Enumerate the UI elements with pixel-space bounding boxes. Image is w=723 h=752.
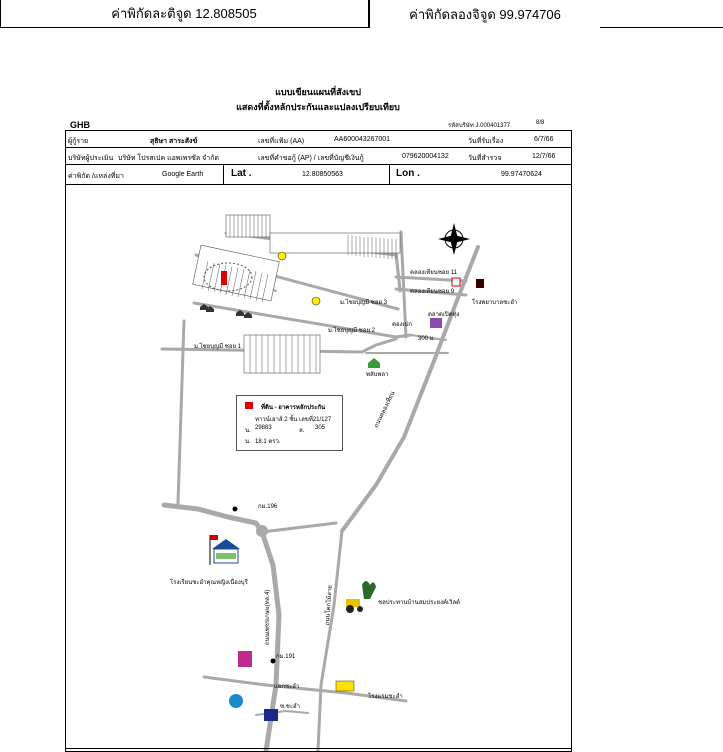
place-label: ชลประทานบ้านสมประยงค์เวิลด์: [378, 600, 461, 606]
place-label: ตลาดเปิดทุ่ง: [428, 312, 460, 318]
location-map: คลองเทียนซอย 11 คลองเทียนซอย 9 โรงพยาบาล…: [66, 185, 571, 751]
tractor-icon: [346, 581, 376, 613]
source-label: ค่าพิกัด /แหล่งที่มา: [68, 173, 124, 180]
market-icon: [430, 318, 442, 328]
survey-date-label: วันที่รับเรื่อง: [468, 138, 504, 145]
place-label: คองเปก: [392, 322, 413, 328]
company-label: บริษัทผู้ประเมิน: [68, 155, 114, 162]
road-label: ม.ไชยบุญมี ซอย 3: [340, 300, 387, 306]
road-label: คลองเทียนซอย 11: [410, 270, 457, 276]
legend-lot-value: 305: [315, 425, 326, 431]
bank-code: GHB: [70, 120, 90, 130]
latitude-cell: ค่าพิกัดละติจูด 12.808505: [0, 0, 368, 28]
map-drawing: [160, 214, 484, 751]
collateral-marker: [221, 271, 227, 285]
bank-icon: [229, 694, 243, 708]
marker-icon: [311, 296, 321, 306]
place-label: โรงเรียนชะอำคุณหญิงเนื่องบุรี: [170, 580, 248, 586]
coordinate-bar: ค่าพิกัดละติจูด 12.808505 ค่าพิกัดลองจิจ…: [0, 0, 723, 28]
form-bottom-line: [65, 748, 572, 749]
document-subtitle: แสดงที่ตั้งหลักประกันและแปลงเปรียบเทียบ: [236, 102, 400, 112]
lon-value: 99.97470624: [501, 171, 542, 178]
lat-label: Lat .: [231, 168, 252, 179]
map-form: ผู้กู้ราย สุธิษา สาระสังข์ เลขที่แฟ้ม (A…: [65, 130, 572, 752]
legend-area-value: 18.1 ตรว.: [255, 439, 281, 445]
bank-icon: [238, 651, 252, 667]
inspect-date-value: 12/7/66: [532, 153, 556, 160]
place-label: แยกชะอำ: [274, 684, 300, 690]
client-label: ผู้กู้ราย: [68, 138, 89, 145]
distance-label: 300 ม.: [418, 336, 436, 342]
place-label: โรงแรมชะอำ: [368, 694, 403, 700]
coord-left-edge: [0, 0, 1, 28]
form-row-company: บริษัทผู้ประเมิน บริษัท โปรสเปค แอพเพรซั…: [66, 148, 571, 165]
bank-icon: [264, 709, 278, 721]
inspect-date-label: วันที่สำรวจ: [468, 155, 502, 162]
shop-icon: [335, 680, 355, 692]
latitude-label: ค่าพิกัดละติจูด 12.808505: [111, 6, 257, 21]
legend-type: ทาวน์เฮาส์ 2 ชั้น เลขที่21/127: [255, 417, 332, 423]
hospital-icon: [476, 279, 484, 288]
ap-value: 079620004132: [402, 153, 449, 160]
collateral-legend: ที่ดิน - อาคารหลักประกัน ทาวน์เฮาส์ 2 ชั…: [236, 395, 343, 451]
divider: [389, 165, 390, 184]
aa-value: AA600043267001: [334, 136, 391, 143]
lat-value: 12.80850563: [302, 171, 343, 178]
place-label: โรงพยาบาลชะอำ: [472, 300, 518, 306]
roundabout-icon: [256, 525, 268, 537]
ap-label: เลขที่คำขอกู้ (AP) / เลขที่บัญชีเงินกู้: [258, 155, 364, 162]
legend-title: ที่ดิน - อาคารหลักประกัน: [261, 405, 326, 411]
lon-label: Lon .: [396, 168, 420, 179]
page-number: 8/8: [536, 120, 545, 126]
longitude-label: ค่าพิกัดลองจิจูด 99.974706: [409, 6, 561, 22]
longitude-cell: ค่าพิกัดลองจิจูด 99.974706: [368, 0, 600, 28]
coord-underline: [600, 27, 723, 28]
form-row-coordinates: ค่าพิกัด /แหล่งที่มา Google Earth Lat . …: [66, 165, 571, 185]
km-marker-icon: [232, 506, 238, 512]
divider: [223, 165, 224, 184]
temple-icon: [368, 358, 380, 368]
school-icon: [209, 535, 240, 565]
aa-label: เลขที่แฟ้ม (AA): [258, 138, 305, 145]
legend-deed-label: น.: [245, 428, 251, 434]
km-label: กม.196: [258, 504, 278, 510]
source-value: Google Earth: [162, 171, 204, 178]
legend-deed-value: 29883: [255, 425, 272, 431]
road-label: ซ.ชะอำ: [280, 704, 301, 710]
form-row-client: ผู้กู้ราย สุธิษา สาระสังข์ เลขที่แฟ้ม (A…: [66, 131, 571, 148]
reference-number: รหัสบริษัท J.000401377: [448, 123, 511, 129]
km-label: กม.191: [276, 654, 296, 660]
legend-area-label: น.: [245, 439, 251, 445]
road-label: ถนนเพชรเกษม(ทล.4): [265, 589, 271, 645]
place-label: พลับพลา: [366, 372, 389, 378]
km-marker-icon: [270, 658, 276, 664]
road-label: คลองเทียนซอย 9: [410, 289, 455, 295]
document-title: แบบเขียนแผนที่สังเขป: [275, 87, 361, 97]
client-value: สุธิษา สาระสังข์: [150, 138, 198, 145]
survey-date-value: 6/7/66: [534, 136, 554, 143]
marker-icon: [277, 251, 287, 261]
store-icon: [451, 277, 461, 287]
road-label: ม.ไชยบุญมี ซอย 2: [328, 328, 375, 334]
company-value: บริษัท โปรสเปค แอพเพรซัล จำกัด: [118, 155, 219, 162]
collateral-swatch: [245, 402, 253, 409]
legend-lot-label: ล.: [299, 428, 305, 434]
north-arrow-icon: [438, 223, 470, 255]
road-label: ม.ไชยบุญมี ซอย 1: [194, 344, 241, 350]
